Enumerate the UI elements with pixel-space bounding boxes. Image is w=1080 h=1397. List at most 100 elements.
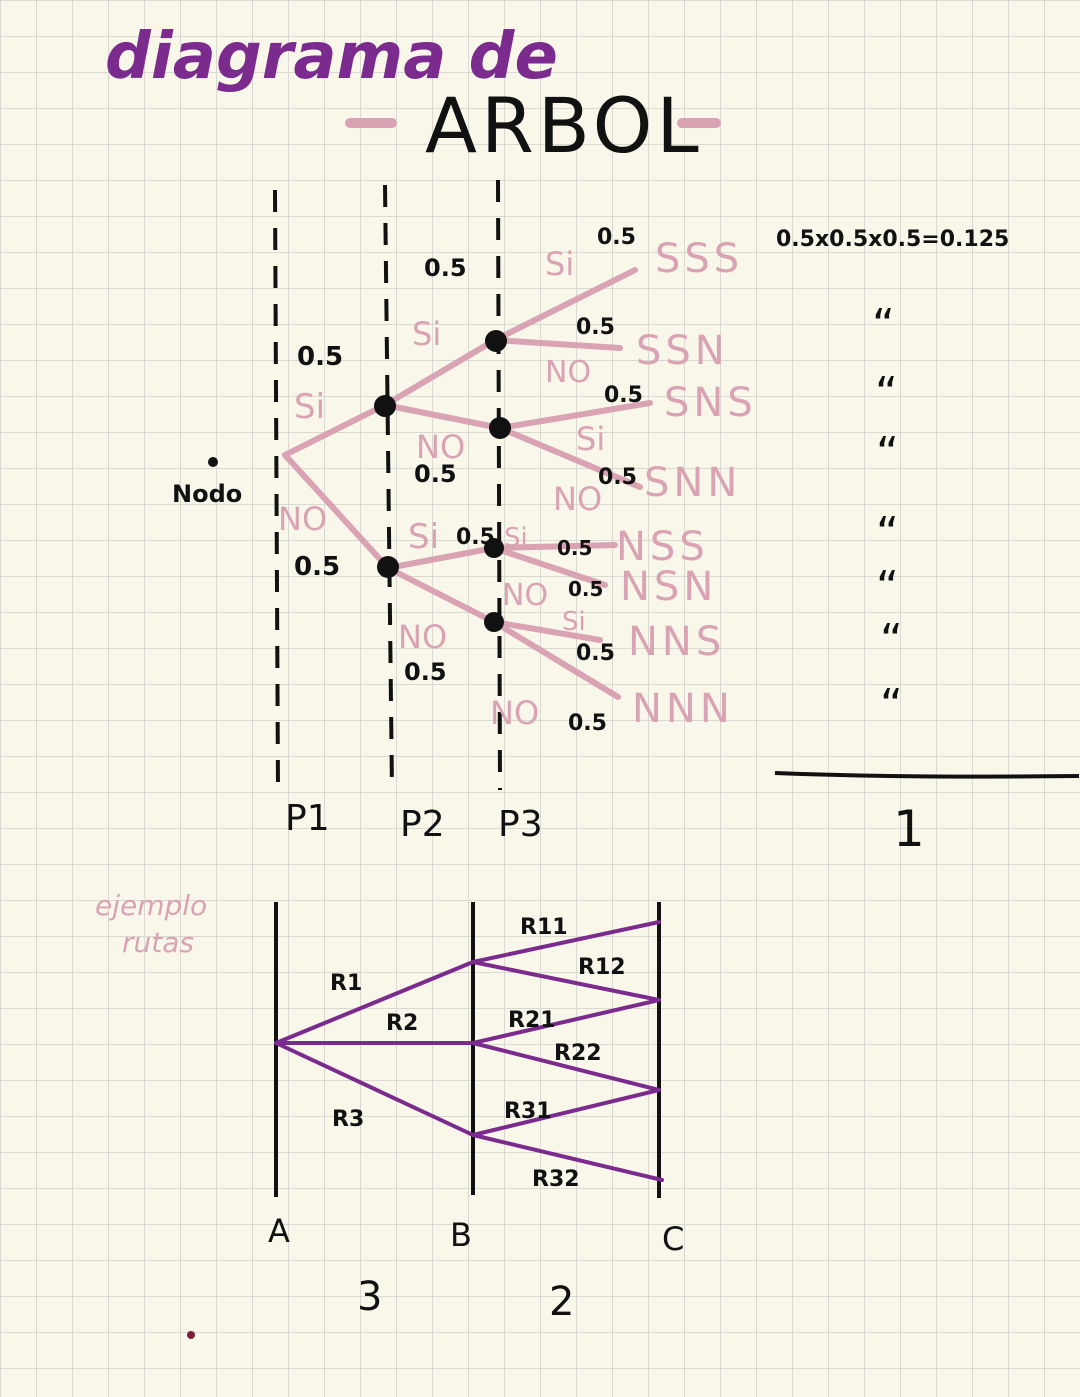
level-line-p2 (383, 184, 394, 791)
label-r31: R31 (504, 1099, 552, 1124)
branch-no-si (385, 545, 497, 571)
count-bc: 2 (549, 1279, 574, 1325)
l3-prob-2: 0.5 (576, 315, 615, 340)
route-r21 (471, 998, 661, 1045)
outcome-6: NSN (620, 564, 717, 610)
root-label: Nodo (172, 480, 242, 508)
level-line-p3 (496, 179, 502, 791)
l1-label-no: NO (278, 500, 327, 538)
route-labels: R1 R2 R3 R11 R12 R21 R22 R31 R32 (330, 915, 626, 1192)
level-label-p3: P3 (498, 804, 543, 845)
ditto-3: “ (876, 428, 899, 479)
outcome-2: SSN (636, 328, 729, 374)
level-line-p1 (273, 189, 280, 791)
branch-nss (491, 542, 618, 551)
sum-total: 1 (893, 800, 925, 858)
branch-sns (497, 400, 653, 431)
level-label-p1: P1 (285, 798, 330, 839)
outcomes: SSS SSN SNS SNN NSS NSN NNS NNN (616, 236, 757, 732)
outcome-1: SSS (655, 236, 743, 282)
route-r31 (471, 1088, 661, 1137)
label-r2: R2 (386, 1011, 418, 1036)
node-p2-si (374, 395, 396, 417)
ditto-6: “ (880, 615, 903, 666)
outcome-3: SNS (664, 380, 757, 426)
l2-prob-si-1: 0.5 (424, 254, 467, 282)
point-b: B (450, 1216, 472, 1254)
route-r11 (471, 920, 661, 964)
branch-no-no (385, 565, 497, 625)
l3-prob-7: 0.5 (576, 641, 615, 666)
route-lines (274, 920, 664, 1182)
ditto-5: “ (876, 562, 899, 613)
label-r12: R12 (578, 955, 626, 980)
ditto-4: “ (876, 508, 899, 559)
l3-label-4: NO (553, 480, 602, 518)
node-p3-ss (485, 330, 507, 352)
l1-prob-no: 0.5 (294, 552, 340, 582)
label-r3: R3 (332, 1107, 364, 1132)
ditto-1: “ (872, 300, 895, 351)
l3-prob-3: 0.5 (604, 383, 643, 408)
route-r1 (274, 960, 475, 1045)
l3-prob-4: 0.5 (598, 465, 637, 490)
tree-nodes (208, 330, 511, 632)
route-r3 (274, 1041, 475, 1137)
l3-prob-5: 0.5 (557, 536, 592, 560)
l2-label-no-1: NO (416, 428, 465, 466)
branch-sss (492, 267, 638, 343)
route-r22 (471, 1041, 661, 1092)
ink-dot (187, 1331, 195, 1339)
branch-ssn (492, 337, 623, 351)
title-line2: ARBOL (425, 81, 703, 170)
l3-label-3: Si (576, 420, 605, 458)
outcome-8: NNN (632, 686, 734, 732)
ditto-marks: “ “ “ “ “ “ “ (872, 300, 903, 731)
l1-label-si: Si (294, 387, 325, 427)
branch-nns (491, 619, 603, 643)
branch-root-si (282, 402, 388, 458)
tree-branches (282, 267, 653, 700)
level-labels: P1 P2 P3 (285, 798, 543, 845)
route-points: A B C (268, 1212, 684, 1258)
l1-prob-si: 0.5 (297, 342, 343, 372)
l2-prob-no-1: 0.5 (414, 460, 457, 488)
l3-label-6: NO (502, 578, 548, 613)
node-p3-ns (484, 538, 504, 558)
sum-line (774, 771, 1080, 779)
branch-root-no (282, 452, 391, 571)
ditto-7: “ (880, 680, 903, 731)
l2-prob-no-2: 0.5 (404, 658, 447, 686)
probability-calculation: 0.5x0.5x0.5=0.125 (776, 227, 1009, 252)
route-verticals (274, 902, 661, 1198)
route-r12 (471, 960, 661, 1002)
root-node-dot (208, 457, 218, 467)
label-r21: R21 (508, 1008, 556, 1033)
point-c: C (662, 1220, 684, 1258)
outcome-4: SNN (644, 460, 741, 506)
label-r11: R11 (520, 915, 568, 940)
l3-label-5: Si (504, 523, 528, 553)
label-r1: R1 (330, 971, 362, 996)
l3-label-1: Si (545, 245, 574, 283)
l2-prob-si-2: 0.5 (456, 525, 495, 550)
outcome-7: NNS (628, 619, 725, 665)
branch-si-no (382, 402, 503, 431)
point-a: A (268, 1212, 290, 1250)
branch-snn (497, 425, 643, 490)
node-p3-nn (484, 612, 504, 632)
outcome-5: NSS (616, 524, 709, 570)
title-line1: diagrama de (105, 20, 558, 94)
label-r32: R32 (532, 1167, 580, 1192)
l3-label-2: NO (545, 355, 591, 390)
l3-label-8: NO (490, 694, 539, 732)
l3-prob-1: 0.5 (597, 225, 636, 250)
l3-prob-6: 0.5 (568, 577, 603, 601)
l2-label-si-2: Si (408, 517, 439, 557)
level-lines (273, 179, 502, 791)
l2-label-no-2: NO (398, 618, 447, 656)
branch-nsn (491, 545, 608, 588)
branch-nnn (491, 619, 621, 700)
node-p2-no (377, 556, 399, 578)
